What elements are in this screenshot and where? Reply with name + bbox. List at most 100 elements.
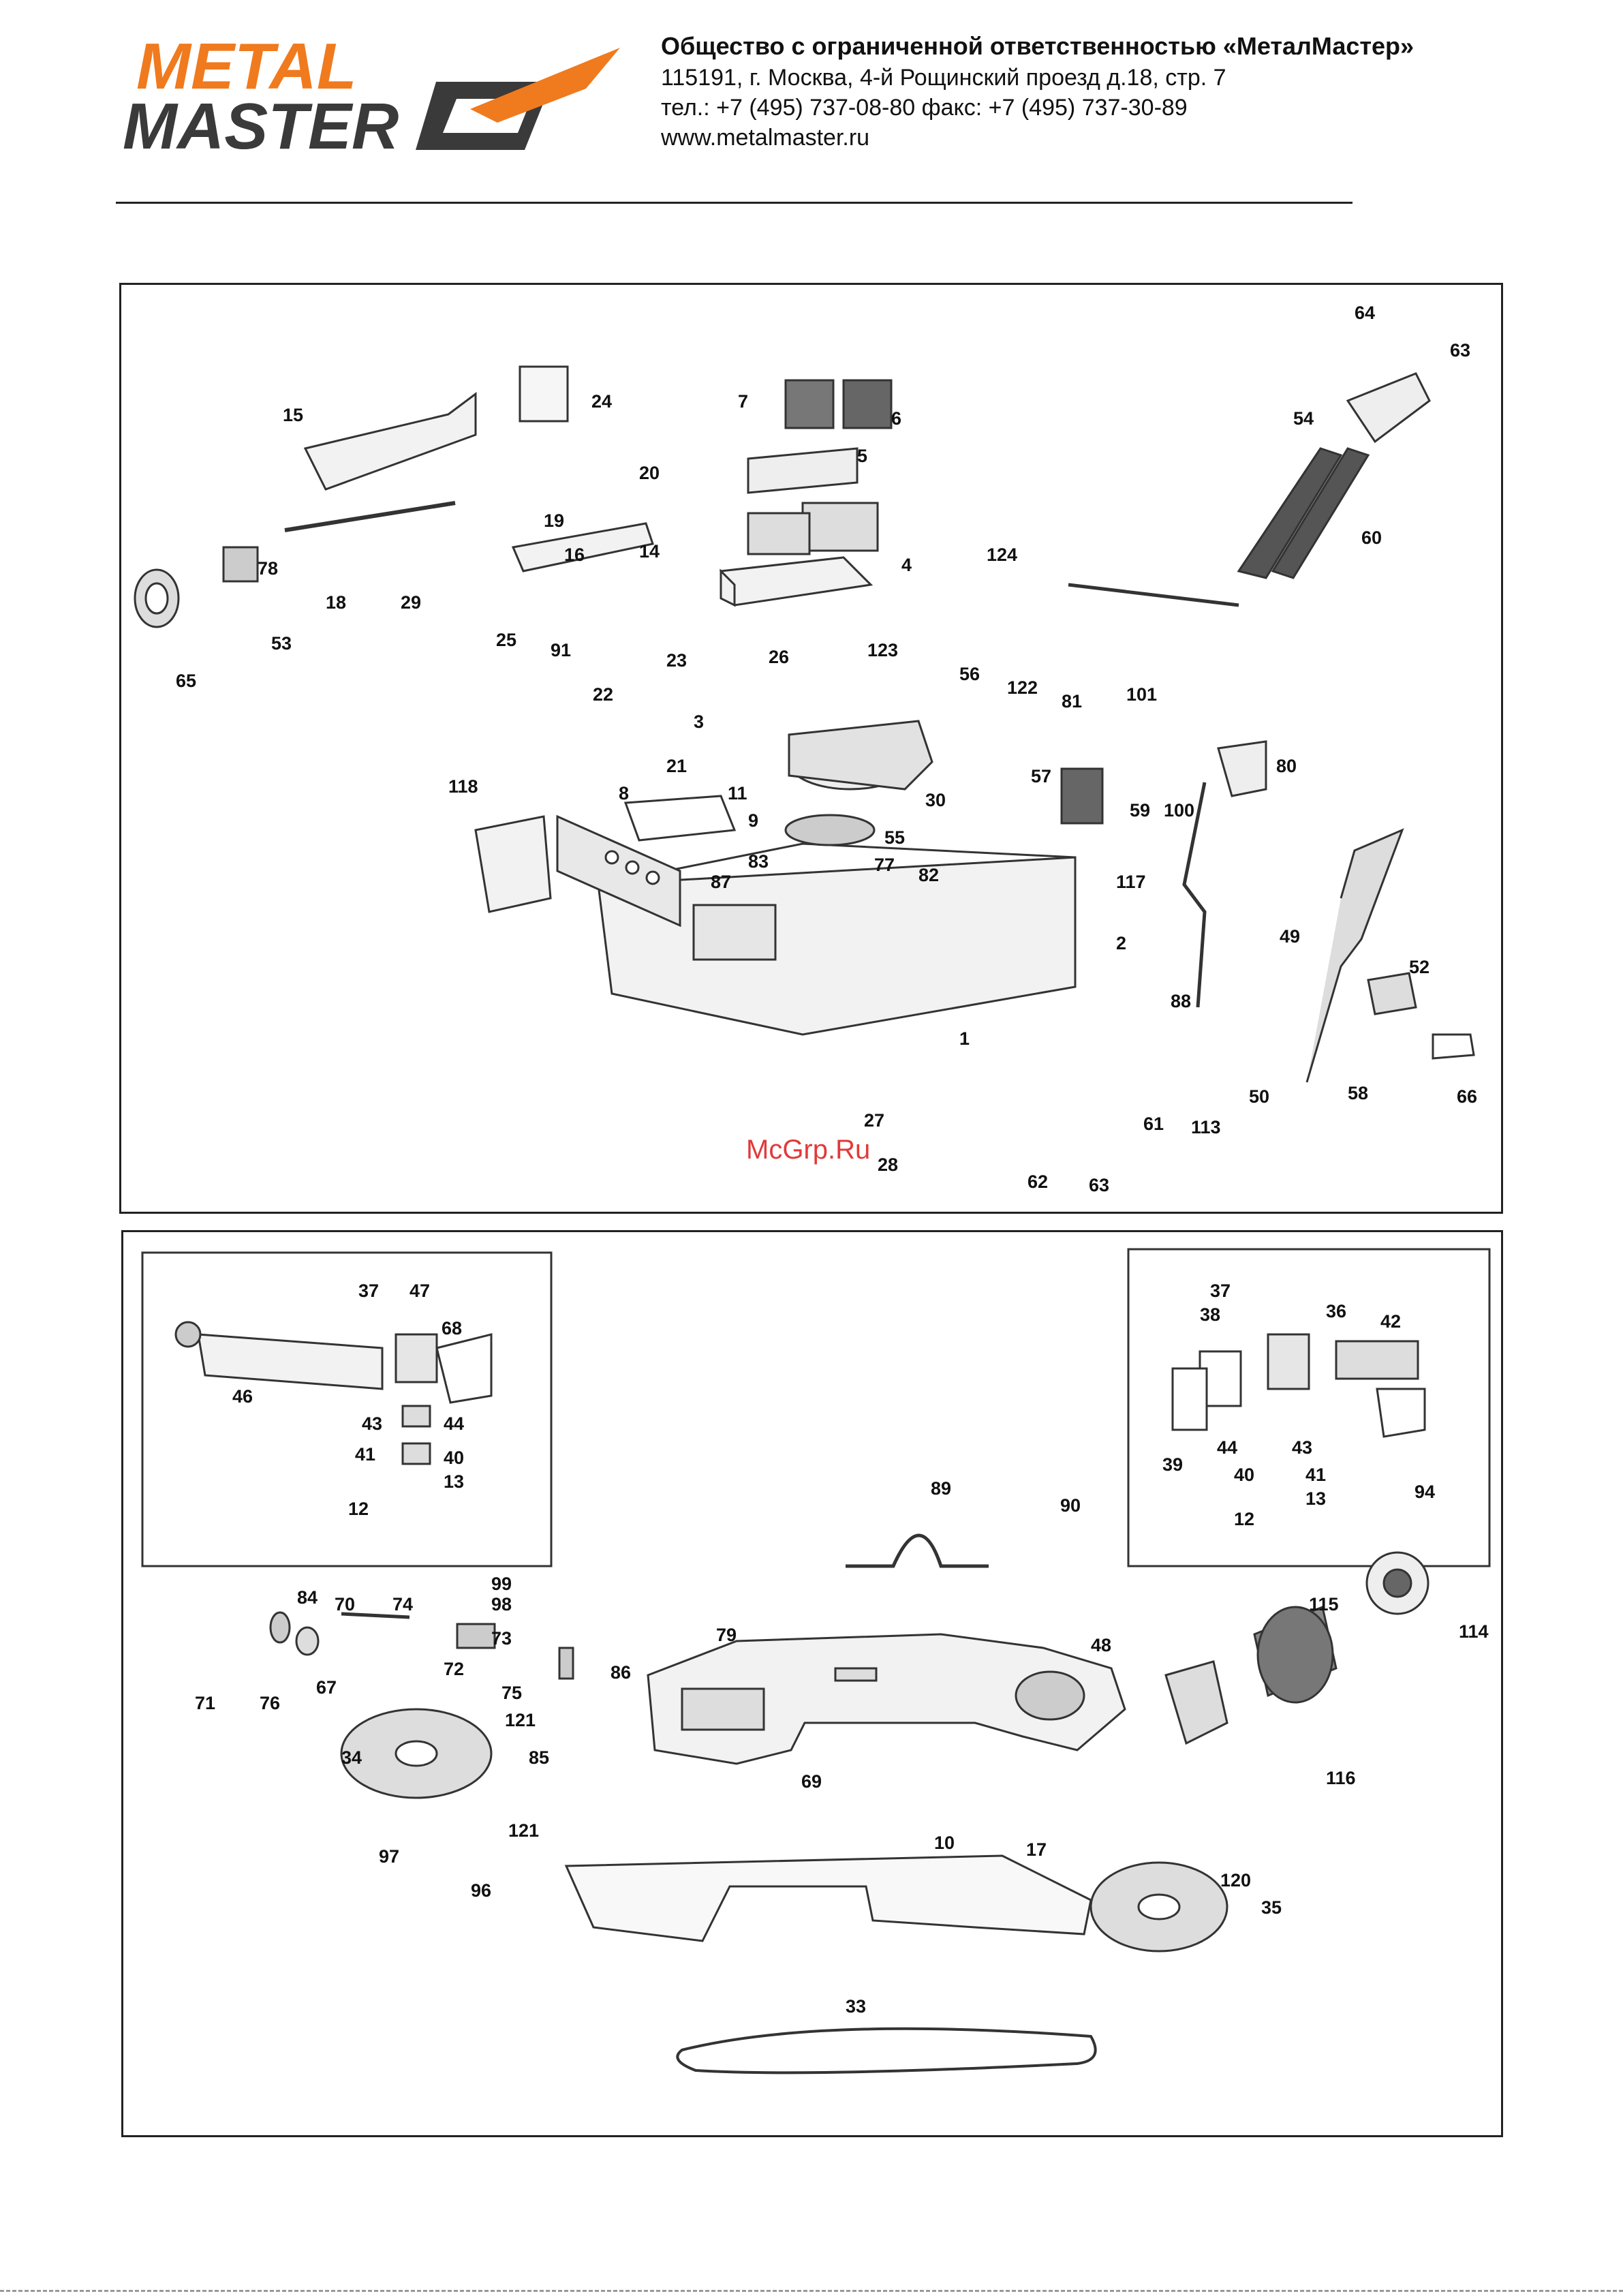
svg-text:24: 24: [591, 391, 612, 412]
svg-text:99: 99: [491, 1574, 512, 1594]
svg-text:5: 5: [857, 446, 867, 466]
svg-text:120: 120: [1220, 1870, 1251, 1891]
svg-text:94: 94: [1415, 1482, 1435, 1502]
svg-text:59: 59: [1130, 800, 1150, 821]
svg-text:62: 62: [1027, 1172, 1048, 1192]
svg-text:79: 79: [716, 1625, 737, 1645]
svg-text:15: 15: [283, 405, 303, 425]
svg-text:82: 82: [918, 865, 939, 885]
svg-text:124: 124: [987, 545, 1017, 565]
svg-text:19: 19: [544, 510, 564, 531]
svg-text:54: 54: [1293, 408, 1314, 429]
svg-text:98: 98: [491, 1594, 512, 1614]
svg-text:22: 22: [593, 684, 613, 705]
company-name: Общество с ограниченной ответственностью…: [661, 32, 1415, 60]
svg-text:13: 13: [444, 1471, 464, 1492]
svg-text:44: 44: [1217, 1437, 1237, 1458]
svg-text:8: 8: [619, 783, 629, 803]
svg-text:11: 11: [728, 783, 747, 803]
svg-text:50: 50: [1249, 1086, 1269, 1107]
svg-text:37: 37: [1210, 1281, 1231, 1301]
svg-text:80: 80: [1276, 756, 1297, 776]
svg-text:89: 89: [931, 1478, 951, 1499]
svg-text:114: 114: [1459, 1621, 1489, 1642]
svg-text:41: 41: [355, 1444, 375, 1465]
svg-text:101: 101: [1126, 684, 1157, 705]
svg-text:12: 12: [348, 1499, 369, 1519]
svg-text:29: 29: [401, 592, 421, 613]
svg-text:90: 90: [1060, 1495, 1081, 1516]
svg-text:4: 4: [901, 555, 912, 575]
svg-text:76: 76: [260, 1693, 280, 1713]
svg-text:61: 61: [1143, 1114, 1164, 1134]
svg-text:35: 35: [1261, 1897, 1282, 1918]
svg-text:77: 77: [874, 855, 895, 875]
svg-text:34: 34: [341, 1747, 362, 1768]
svg-text:87: 87: [711, 872, 731, 892]
svg-text:65: 65: [176, 671, 196, 691]
svg-text:88: 88: [1171, 991, 1191, 1011]
svg-text:83: 83: [748, 851, 769, 872]
svg-text:2: 2: [1116, 933, 1126, 953]
svg-text:116: 116: [1326, 1768, 1356, 1788]
svg-text:68: 68: [442, 1318, 462, 1338]
svg-text:67: 67: [316, 1677, 337, 1698]
svg-text:123: 123: [867, 640, 898, 660]
svg-text:9: 9: [748, 810, 758, 831]
svg-text:73: 73: [491, 1628, 512, 1649]
svg-text:66: 66: [1457, 1086, 1477, 1107]
svg-text:113: 113: [1191, 1117, 1221, 1137]
svg-text:69: 69: [801, 1771, 822, 1792]
logo-text-master: MASTER: [123, 90, 399, 157]
svg-text:97: 97: [379, 1846, 399, 1867]
svg-text:48: 48: [1091, 1635, 1111, 1655]
svg-text:43: 43: [362, 1413, 382, 1434]
svg-text:3: 3: [694, 711, 704, 732]
svg-text:100: 100: [1164, 800, 1194, 821]
svg-text:26: 26: [769, 647, 789, 667]
company-address: 115191, г. Москва, 4-й Рощинский проезд …: [661, 65, 1226, 91]
svg-text:28: 28: [878, 1154, 898, 1175]
svg-text:10: 10: [934, 1833, 955, 1853]
svg-text:63: 63: [1450, 340, 1470, 361]
svg-text:86: 86: [610, 1662, 631, 1683]
svg-text:78: 78: [258, 558, 278, 579]
svg-text:70: 70: [335, 1594, 355, 1614]
svg-text:49: 49: [1280, 926, 1300, 947]
svg-text:14: 14: [639, 541, 660, 562]
svg-text:91: 91: [551, 640, 571, 660]
svg-text:27: 27: [864, 1110, 884, 1131]
svg-text:85: 85: [529, 1747, 549, 1768]
svg-text:44: 44: [444, 1413, 464, 1434]
svg-text:64: 64: [1355, 303, 1375, 323]
svg-text:42: 42: [1380, 1311, 1401, 1332]
svg-text:17: 17: [1026, 1839, 1047, 1860]
svg-text:33: 33: [846, 1996, 866, 2017]
svg-text:38: 38: [1200, 1304, 1220, 1325]
svg-text:37: 37: [358, 1281, 379, 1301]
company-website: www.metalmaster.ru: [661, 125, 870, 151]
svg-text:58: 58: [1348, 1083, 1368, 1103]
svg-text:18: 18: [326, 592, 346, 613]
svg-text:6: 6: [891, 408, 901, 429]
svg-text:55: 55: [884, 827, 905, 848]
svg-text:41: 41: [1305, 1465, 1326, 1485]
header-divider: [116, 202, 1352, 204]
svg-text:47: 47: [409, 1281, 430, 1301]
svg-text:74: 74: [392, 1594, 413, 1614]
svg-text:25: 25: [496, 630, 516, 650]
svg-text:81: 81: [1062, 691, 1082, 711]
svg-text:30: 30: [925, 790, 946, 810]
metal-master-logo: METAL MASTER: [116, 30, 620, 163]
company-info: Общество с ограниченной ответственностью…: [661, 30, 1479, 153]
svg-text:52: 52: [1409, 957, 1429, 977]
page-bottom-edge: [0, 2290, 1623, 2292]
svg-text:21: 21: [666, 756, 687, 776]
svg-text:46: 46: [232, 1386, 253, 1407]
svg-text:39: 39: [1162, 1454, 1183, 1475]
company-phones: тел.: +7 (495) 737-08-80 факс: +7 (495) …: [661, 95, 1188, 121]
